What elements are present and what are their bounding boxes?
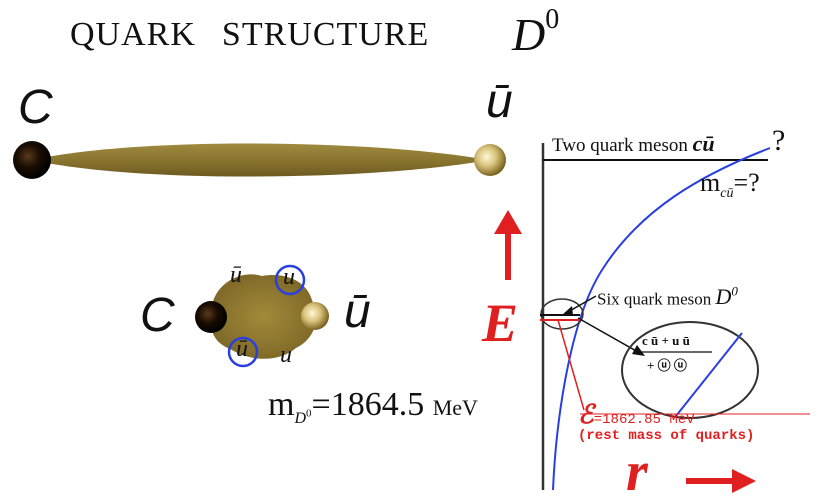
compact-charm-quark-ball (195, 301, 227, 333)
page-title: QUARK STRUCTURE (70, 16, 429, 54)
six-quark-pointer-head (562, 306, 573, 315)
mass-sub: D (294, 409, 307, 427)
title-word-quark: QUARK (70, 16, 196, 53)
compact-charm-label: C (140, 289, 175, 342)
anti-up-quark-label: ū (486, 75, 513, 128)
six-quark-symbol: D (715, 284, 732, 310)
zoom-pointer (577, 317, 639, 353)
anti-up-quark-ball (474, 144, 506, 176)
potential-curve (552, 147, 771, 491)
two-quark-label: Two quark meson cū (552, 131, 715, 157)
mass-question-sub: cū (720, 186, 734, 202)
inner-quark-top-left: ū (230, 262, 242, 288)
inner-quark-circle-bottom (227, 336, 259, 368)
inset-blue-line (675, 332, 743, 417)
zoom-pointer-head (632, 345, 645, 356)
d0-mass-label: mD0=1864.5 MeV (268, 386, 478, 428)
charm-quark-ball (13, 141, 51, 179)
mass-question-suffix: =? (733, 168, 760, 197)
inset-ellipse (621, 321, 759, 419)
title-word-structure: STRUCTURE (221, 16, 430, 53)
two-quark-question: ? (772, 124, 786, 157)
title-symbol-letter: D (512, 9, 546, 60)
inner-quark-bottom-left: ū (236, 336, 248, 362)
title-meson-symbol: D0 (512, 4, 559, 61)
epsilon-pointer (557, 319, 585, 411)
six-quark-label: Six quark meson D0 (597, 284, 738, 310)
energy-axis-label: E (482, 293, 519, 353)
mass-value: =1864.5 (311, 386, 425, 423)
epsilon-symbol: ℰ (578, 400, 594, 429)
mass-question-label: mcū=? (700, 168, 760, 202)
epsilon-label: ℰ=1862.85 MeV (578, 400, 695, 430)
mass-prefix: m (268, 386, 295, 423)
two-quark-text: Two quark meson (552, 135, 688, 156)
inner-quark-circle-top (274, 264, 306, 296)
compact-anti-up-label: ū (344, 285, 371, 338)
compact-anti-up-quark-ball (301, 302, 329, 330)
inset-denominator: + ⓤ ⓤ (647, 358, 687, 373)
title-symbol-sup: 0 (545, 4, 560, 35)
six-quark-symbol-sup: 0 (731, 284, 738, 299)
energy-arrow-head (494, 210, 522, 234)
compact-meson-blob (211, 274, 316, 359)
epsilon-value: =1862.85 MeV (593, 412, 695, 428)
radius-axis-label: r (626, 441, 648, 503)
rest-mass-label: (rest mass of quarks) (578, 428, 755, 444)
two-quark-symbol: cū (692, 131, 715, 156)
radius-arrow-shaft (686, 478, 736, 484)
six-quark-text: Six quark meson (597, 289, 712, 309)
inner-quark-bottom-right: u (280, 342, 292, 368)
inner-quark-top-right: u (283, 264, 295, 290)
mass-unit: MeV (432, 395, 478, 420)
flux-tube (32, 143, 488, 177)
energy-arrow-shaft (505, 232, 511, 280)
radius-arrow-head (732, 469, 756, 493)
mass-sub-sup: 0 (306, 407, 312, 420)
inset-numerator: c ū + u ū (642, 333, 690, 348)
charm-quark-label: C (18, 81, 53, 134)
mass-question-prefix: m (700, 168, 721, 197)
